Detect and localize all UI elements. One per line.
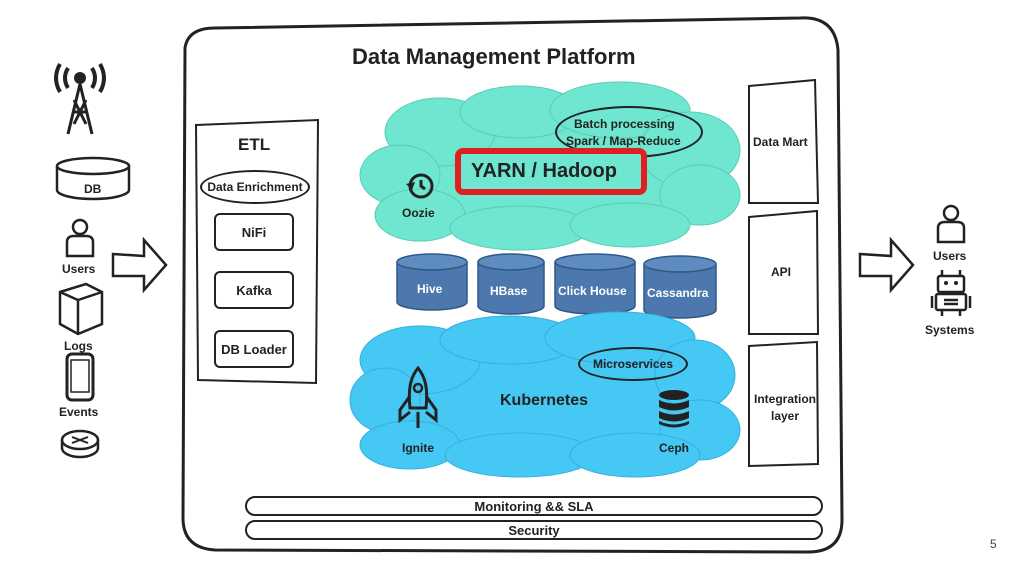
robot-icon bbox=[930, 270, 972, 316]
batch-processing-line1: Batch processing bbox=[574, 117, 675, 131]
ceph-database-icon bbox=[659, 390, 689, 428]
microservices-bubble: Microservices bbox=[578, 347, 688, 381]
logs-label: Logs bbox=[64, 339, 93, 353]
ceph-label: Ceph bbox=[659, 441, 689, 455]
oozie-icon bbox=[406, 173, 434, 199]
etl-item-kafka: Kafka bbox=[214, 271, 294, 309]
users-source-icon bbox=[65, 218, 95, 258]
events-label: Events bbox=[59, 405, 99, 419]
yarn-hadoop-label: YARN / Hadoop bbox=[471, 160, 617, 182]
systems-label: Systems bbox=[925, 323, 975, 337]
etl-item-db-loader: DB Loader bbox=[214, 330, 294, 368]
db-cylinder-icon bbox=[55, 156, 131, 201]
antenna-icon bbox=[54, 63, 106, 135]
phone-icon bbox=[65, 352, 95, 402]
ignite-label: Ignite bbox=[402, 441, 434, 455]
etl-item-data-enrichment: Data Enrichment bbox=[200, 170, 310, 204]
etl-item-nifi: NiFi bbox=[214, 213, 294, 251]
yarn-hadoop-highlight bbox=[455, 148, 647, 195]
logs-box-icon bbox=[58, 282, 104, 336]
users-source-label: Users bbox=[62, 262, 96, 276]
router-icon bbox=[60, 429, 100, 459]
storage-cassandra: Cassandra bbox=[647, 286, 709, 300]
db-label: DB bbox=[84, 182, 102, 196]
rocket-icon bbox=[398, 366, 438, 428]
api-label: API bbox=[771, 265, 792, 279]
security-bar: Security bbox=[245, 520, 823, 540]
storage-clickhouse: Click House bbox=[558, 284, 627, 298]
storage-hbase: HBase bbox=[490, 284, 528, 298]
platform-title: Data Management Platform bbox=[352, 44, 636, 69]
integration-layer-label: Integration layer bbox=[754, 392, 816, 423]
arrow-in-icon bbox=[111, 236, 168, 294]
oozie-label: Oozie bbox=[402, 206, 435, 220]
arrow-out-icon bbox=[858, 236, 915, 294]
data-mart-label: Data Mart bbox=[753, 135, 808, 149]
storage-hive: Hive bbox=[417, 282, 443, 296]
monitoring-bar: Monitoring && SLA bbox=[245, 496, 823, 516]
etl-title: ETL bbox=[238, 135, 271, 154]
users-consumer-icon bbox=[936, 204, 966, 244]
kubernetes-label: Kubernetes bbox=[500, 392, 589, 409]
page-number: 5 bbox=[990, 537, 997, 551]
batch-processing-line2: Spark / Map-Reduce bbox=[566, 134, 681, 148]
users-consumer-label: Users bbox=[933, 249, 967, 263]
